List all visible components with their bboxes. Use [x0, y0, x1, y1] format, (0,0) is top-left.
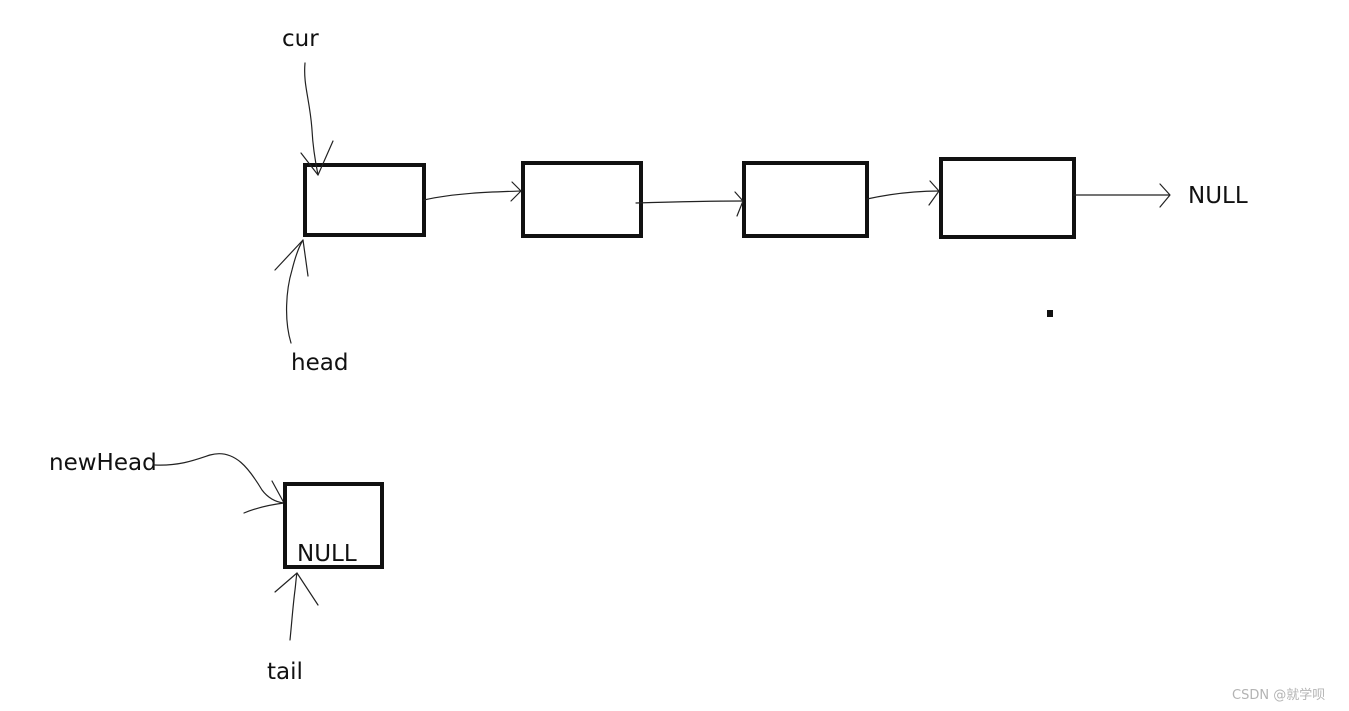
new-list-node — [283, 482, 384, 569]
next-arrow-1-2 — [423, 181, 522, 202]
list-node-4 — [939, 157, 1076, 239]
next-arrow-2-3 — [635, 191, 744, 217]
head-pointer-arrow — [274, 239, 309, 344]
new-node-null-label: NULL — [297, 541, 357, 567]
watermark: CSDN @就学呗 — [1232, 687, 1325, 703]
list-end-null-label: NULL — [1188, 183, 1248, 209]
tail-label: tail — [267, 659, 303, 685]
next-arrow-4-null — [1073, 183, 1171, 208]
cur-label: cur — [282, 26, 319, 52]
head-label: head — [291, 350, 348, 376]
next-arrow-3-4 — [866, 180, 940, 206]
tail-pointer-arrow — [274, 572, 319, 641]
list-node-2 — [521, 161, 643, 238]
cur-pointer-arrow — [300, 62, 334, 176]
new-head-label: newHead — [49, 450, 157, 476]
new-head-pointer-arrow — [154, 453, 285, 514]
list-node-1 — [303, 163, 426, 237]
list-node-3 — [742, 161, 869, 238]
stray-dot — [1047, 310, 1053, 317]
